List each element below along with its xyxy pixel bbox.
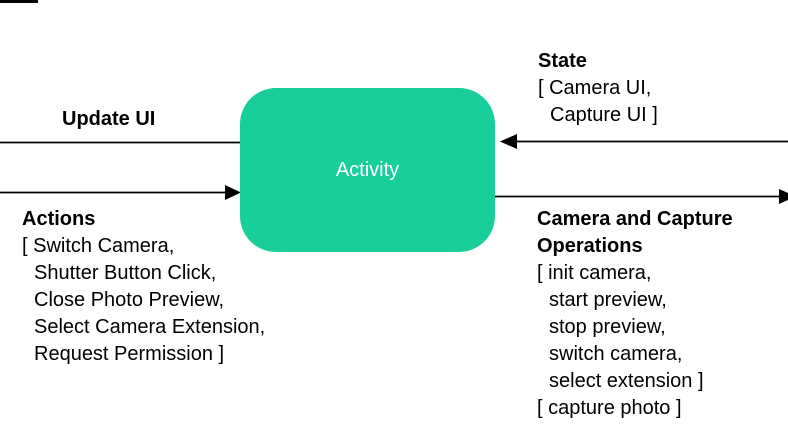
state-heading: State	[538, 50, 587, 72]
operations-arrowhead	[779, 189, 788, 204]
state-item: Capture UI ]	[550, 104, 658, 126]
state-item: [ Camera UI,	[538, 77, 652, 99]
actions-item: Select Camera Extension,	[34, 316, 266, 338]
activity-node: Activity	[240, 88, 495, 252]
operations-item: stop preview,	[549, 316, 666, 338]
operations-heading: Operations	[537, 235, 643, 257]
operations-item: [ init camera,	[537, 262, 652, 284]
state-block: State [ Camera UI, Capture UI ]	[538, 48, 658, 129]
update-ui-label: Update UI	[62, 108, 156, 130]
operations-item: start preview,	[549, 289, 667, 311]
state-arrowhead	[500, 134, 517, 149]
actions-item: Close Photo Preview,	[34, 289, 225, 311]
actions-item: [ Switch Camera,	[22, 235, 175, 257]
operations-heading: Camera and Capture	[537, 208, 733, 230]
operations-item: select extension ]	[549, 370, 704, 392]
actions-item: Request Permission ]	[34, 343, 225, 365]
operations-item: [ capture photo ]	[537, 397, 682, 419]
actions-block: Actions [ Switch Camera, Shutter Button …	[22, 206, 265, 368]
activity-label: Activity	[335, 158, 400, 181]
actions-heading: Actions	[22, 208, 96, 230]
actions-item: Shutter Button Click,	[34, 262, 217, 284]
operations-item: switch camera,	[549, 343, 683, 365]
actions-arrowhead	[225, 185, 241, 200]
top-left-crop-mark	[0, 0, 38, 3]
operations-block: Camera and Capture Operations [ init cam…	[537, 206, 733, 422]
